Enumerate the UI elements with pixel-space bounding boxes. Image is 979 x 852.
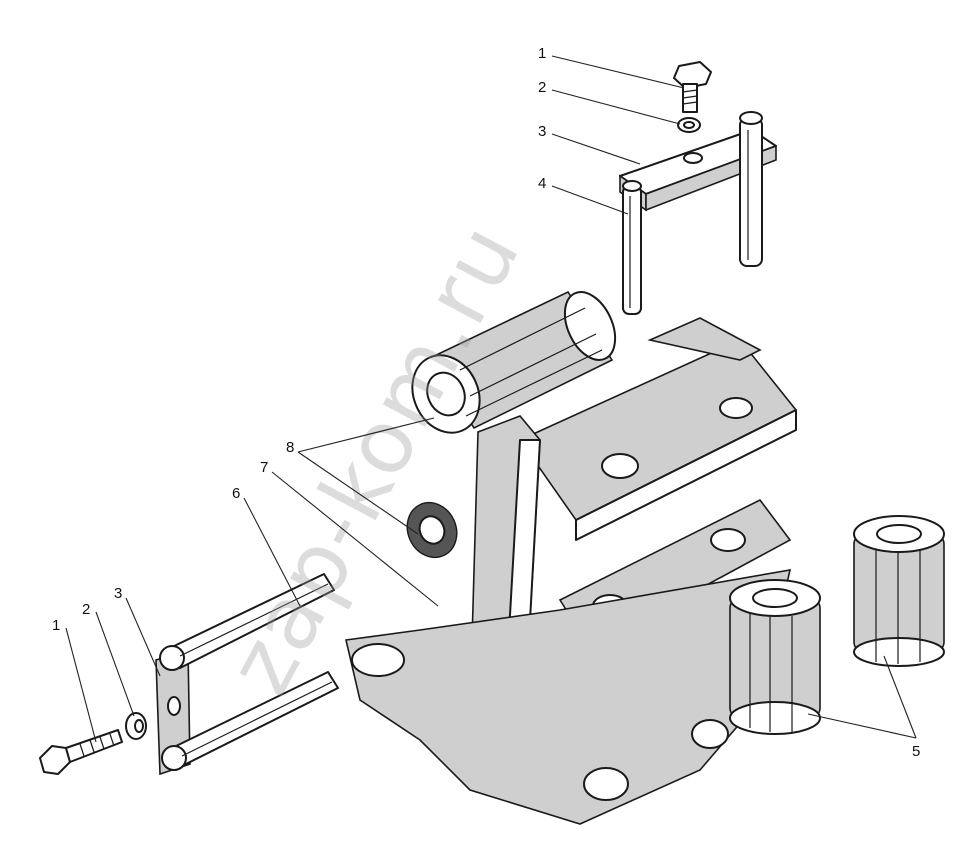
callouts: 1 2 3 4 1 2 3 6 7 8 5 [52,45,920,760]
bracket-body [345,317,798,825]
leader-lines [65,55,917,743]
callout-top-bolt: 1 [538,45,546,62]
left-bolt [39,729,123,775]
left-pins [159,573,339,771]
bushing-rear [853,515,945,667]
callout-top-pin: 4 [538,175,546,192]
upper-bushing [411,290,617,434]
top-pins [622,111,763,315]
callout-left-plate: 3 [114,585,122,602]
callout-left-washer: 2 [82,601,90,618]
callout-body-7: 7 [260,459,268,476]
callout-left-bolt: 1 [52,617,60,634]
callout-top-plate: 3 [538,123,546,140]
bushing-front [729,579,821,735]
callout-bushing-8: 8 [286,439,294,456]
callout-pin-6: 6 [232,485,240,502]
top-bolt [673,61,712,113]
callout-bushing-5: 5 [912,743,920,760]
left-lock-washer [125,712,147,740]
callout-top-washer: 2 [538,79,546,96]
top-lock-washer [677,117,701,133]
